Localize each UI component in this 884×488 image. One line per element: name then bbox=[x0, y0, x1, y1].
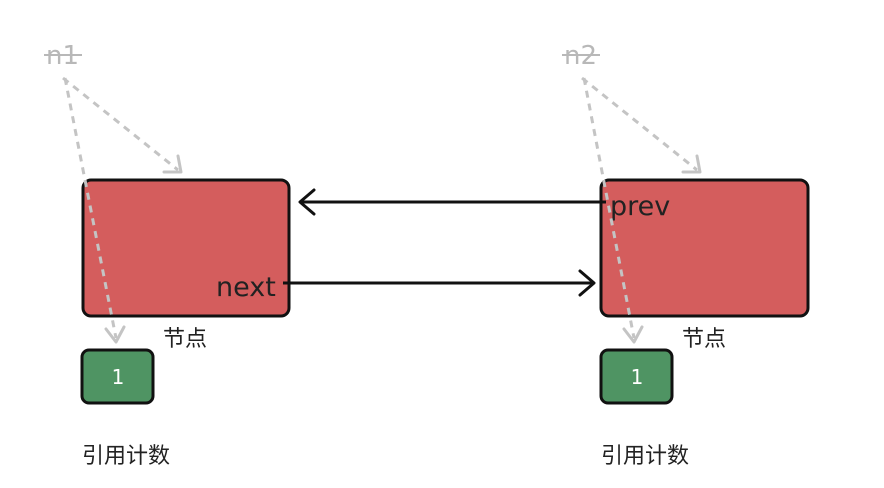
n1-to-node-arrowhead bbox=[162, 154, 183, 174]
n2-to-node-dashed-arrow bbox=[581, 76, 698, 172]
next-pointer-arrowhead bbox=[578, 269, 596, 297]
right-node-box bbox=[599, 178, 810, 318]
prev-pointer-arrowhead bbox=[298, 188, 316, 216]
next-pointer-label: next bbox=[216, 272, 276, 303]
left-node-label: 节点 bbox=[163, 327, 207, 352]
left-refcount-box bbox=[80, 348, 155, 405]
n2-to-node-arrowhead bbox=[681, 154, 702, 174]
n2-to-refcount-arrowhead bbox=[622, 325, 644, 344]
n1-to-refcount-dashed-arrow bbox=[63, 77, 118, 339]
right-refcount-box bbox=[599, 348, 674, 405]
n1-to-refcount-arrowhead bbox=[104, 325, 126, 344]
left-node-group: 节点 next 1 引用计数 n1 bbox=[44, 41, 291, 469]
n2-to-refcount-dashed-arrow bbox=[582, 77, 636, 339]
n1-to-node-dashed-arrow bbox=[62, 76, 179, 172]
left-node-box bbox=[81, 178, 291, 318]
right-node-label: 节点 bbox=[682, 327, 726, 352]
right-node-group: 节点 prev 1 引用计数 n2 bbox=[562, 41, 810, 469]
left-refcount-value: 1 bbox=[112, 365, 125, 389]
prev-pointer-label: prev bbox=[610, 191, 670, 222]
left-refcount-caption: 引用计数 bbox=[82, 444, 170, 469]
right-refcount-value: 1 bbox=[631, 365, 644, 389]
right-refcount-caption: 引用计数 bbox=[601, 444, 689, 469]
